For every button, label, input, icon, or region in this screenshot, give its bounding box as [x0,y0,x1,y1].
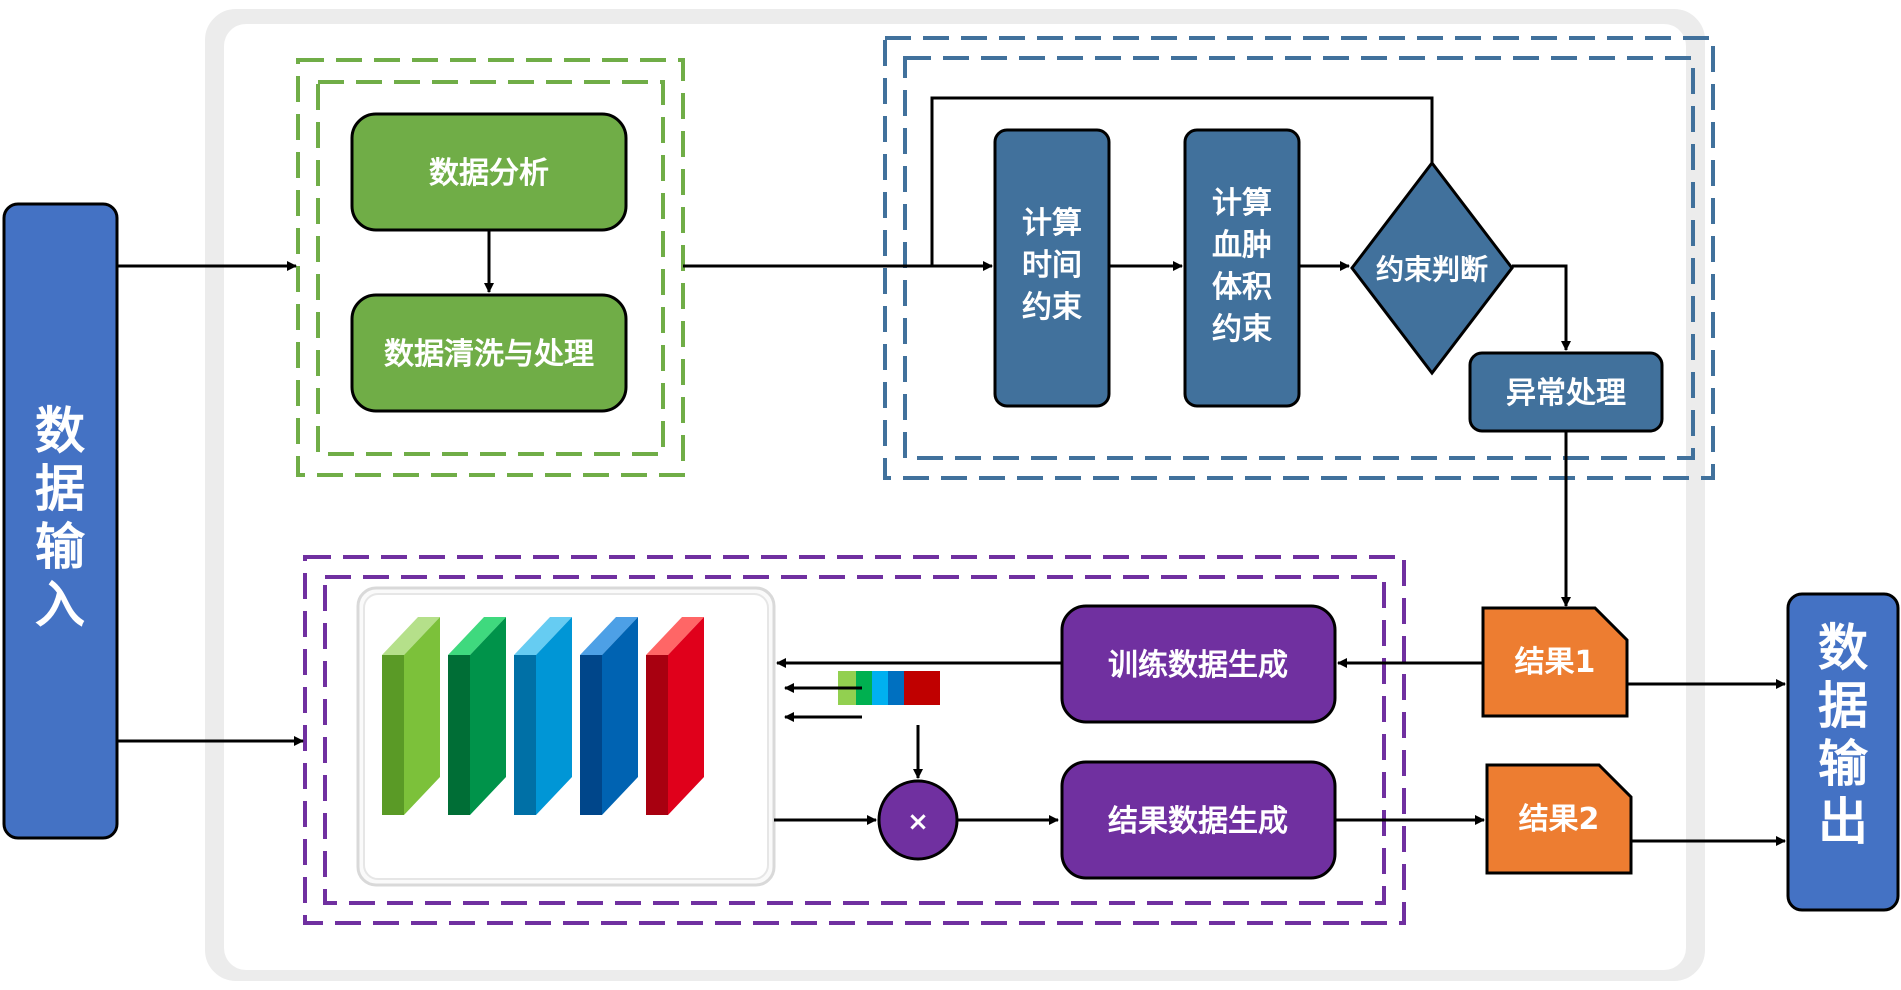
strip-segment-5 [904,671,940,705]
arrow-judge-to-exception [1512,264,1571,351]
data-analysis-label: 数据分析 [429,156,549,191]
layer-3-top [514,617,572,655]
layer-3-front [514,655,536,815]
data-output-char-2: 据 [1818,677,1868,735]
feedback-loop-line [930,96,1434,266]
layer-4-front [580,655,602,815]
result2-label: 结果2 [1519,802,1600,837]
strip-segment-4 [888,671,904,705]
volume-constraint-line-3: 体积 [1212,270,1272,305]
strip-segment-3 [872,671,888,705]
data-input-label-group: 数 据 输 入 [35,402,86,634]
layer-4-side [602,617,638,815]
data-output-label-group: 数 据 输 出 [1818,619,1869,851]
data-cleaning-label: 数据清洗与处理 [384,337,594,372]
layer-1-front [382,655,404,815]
data-input-block [2,202,119,840]
result1-document [1481,606,1629,718]
data-cleaning-box [350,293,628,413]
volume-constraint-line-1: 计算 [1212,186,1272,221]
attention-strip [838,671,940,705]
multiply-symbol: × [907,807,929,837]
layer-5-side [668,617,704,815]
data-output-char-4: 出 [1818,793,1868,851]
data-output-block [1786,592,1900,912]
train-data-gen-label: 训练数据生成 [1108,648,1288,683]
constraint-judge-label: 约束判断 [1376,253,1488,286]
layer-3-side [536,617,572,815]
layer-2-front [448,655,470,815]
data-output-char-3: 输 [1818,735,1869,793]
data-input-char-1: 数 [35,402,85,460]
volume-constraint-line-2: 血肿 [1212,228,1272,263]
feature-layers [382,617,704,815]
layer-5-front [646,655,668,815]
volume-constraint-box [1183,128,1301,408]
data-input-char-3: 输 [35,518,86,576]
result2-document [1485,763,1633,875]
purple-module-outer-border [303,555,1406,925]
blue-module-outer-border [883,36,1715,480]
time-constraint-box [993,128,1111,408]
green-module-inner-border [316,80,665,456]
layer-5-top [646,617,704,655]
purple-module-inner-border [323,575,1386,905]
blue-module-inner-border [903,56,1695,460]
layer-2-top [448,617,506,655]
layer-2-side [470,617,506,815]
strip-segment-2 [856,671,872,705]
layer-1-side [404,617,440,815]
constraint-judge-diamond [1350,160,1514,376]
volume-constraint-line-4: 约束 [1212,312,1272,347]
layer-1-top [382,617,440,655]
time-constraint-line-3: 约束 [1022,290,1082,325]
data-output-char-1: 数 [1818,619,1868,677]
data-input-char-2: 据 [35,460,85,518]
exception-handling-label: 异常处理 [1506,376,1626,411]
layer-4-top [580,617,638,655]
result-data-gen-label: 结果数据生成 [1108,804,1288,839]
result1-label: 结果1 [1515,645,1596,680]
time-constraint-line-1: 计算 [1022,206,1082,241]
time-constraint-line-2: 时间 [1022,248,1082,283]
data-input-char-4: 入 [35,576,85,634]
